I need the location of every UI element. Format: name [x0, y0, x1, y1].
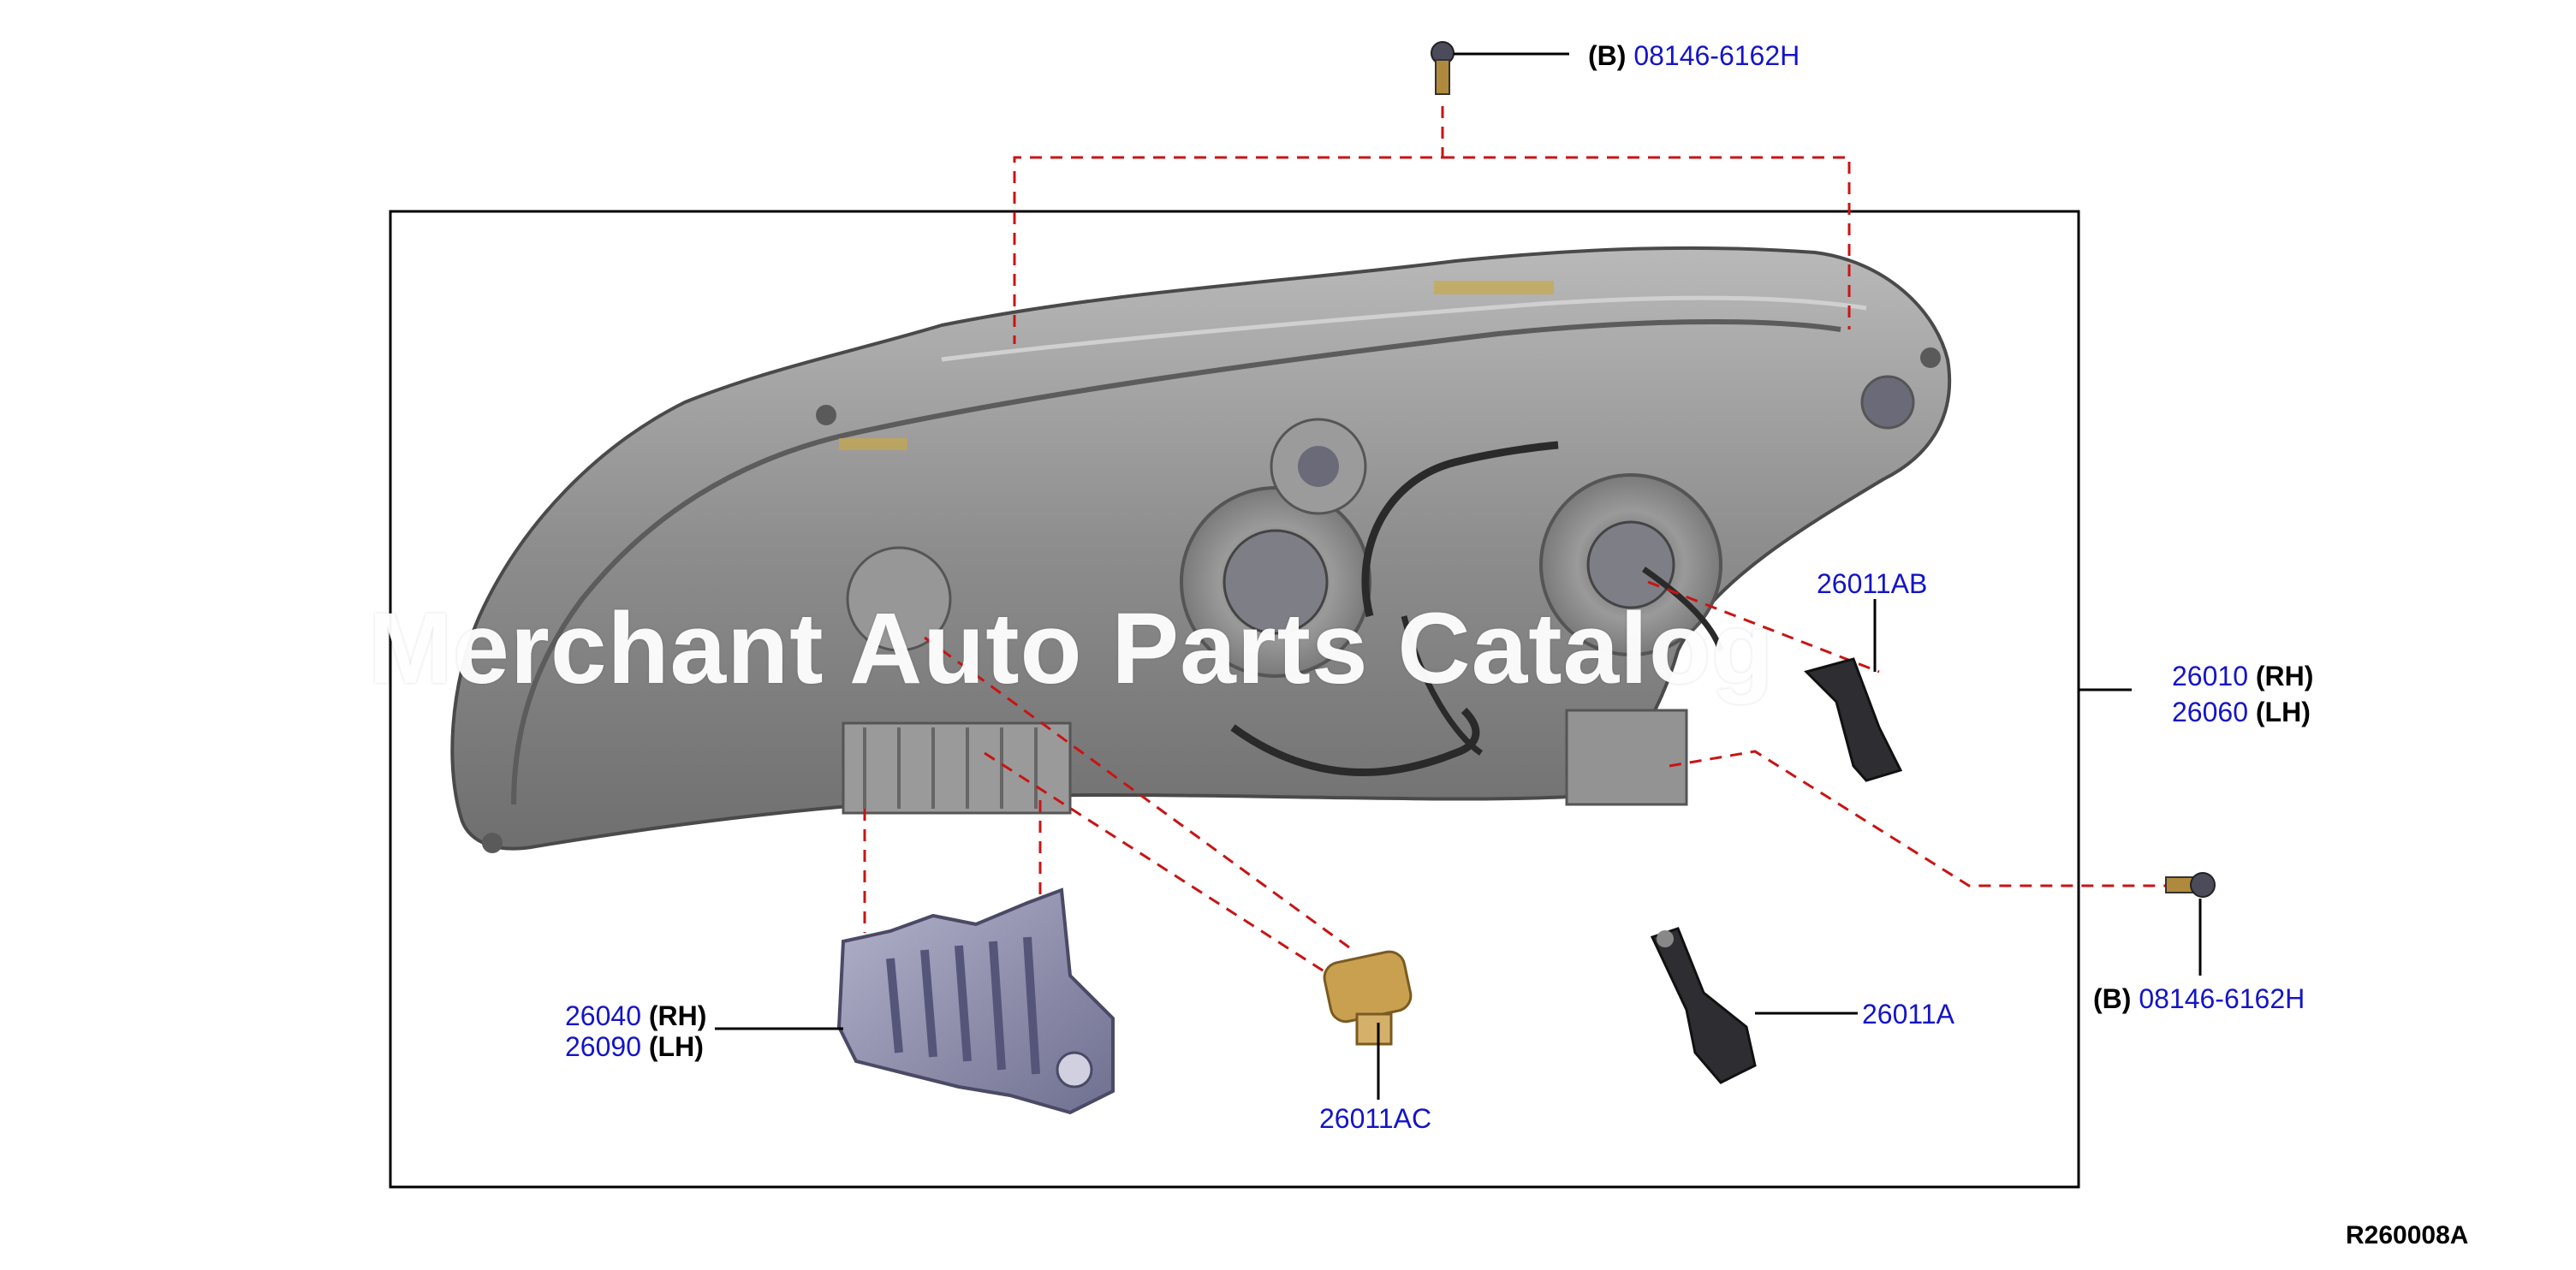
bulb-26011ac-label[interactable]: 26011AC — [1319, 1103, 1432, 1134]
diagram-code: R260008A — [2346, 1221, 2469, 1249]
bolt-right-label: (B) 08146-6162H — [2093, 984, 2305, 1013]
bracket-lh-label: 26090 (LH) — [565, 1032, 704, 1061]
assembly-lines — [863, 106, 2166, 986]
bracket-rh-part-number[interactable]: 26040 — [565, 1000, 641, 1031]
bulb-26011ab-label[interactable]: 26011AB — [1817, 568, 1928, 599]
bulb-26011ab — [1804, 657, 1903, 782]
bolt-right-part-number[interactable]: 08146-6162H — [2139, 983, 2305, 1014]
bracket-rh-label: 26040 (RH) — [565, 1001, 706, 1030]
bracket — [836, 887, 1115, 1115]
headlamp-housing — [450, 246, 1952, 853]
bolt-top-part-number[interactable]: 08146-6162H — [1633, 40, 1800, 71]
headlamp-lh-side: (LH) — [2255, 697, 2311, 727]
bracket-lh-part-number[interactable]: 26090 — [565, 1031, 641, 1062]
bulb-26011a — [1650, 927, 1757, 1084]
bulb-26011a-label[interactable]: 26011A — [1862, 999, 1954, 1030]
bracket-lh-side: (LH) — [648, 1031, 704, 1062]
bulb-26011ac — [1323, 950, 1413, 1046]
headlamp-rh-side: (RH) — [2255, 661, 2314, 691]
headlamp-lh-label: 26060 (LH) — [2172, 697, 2311, 727]
bracket-rh-side: (RH) — [648, 1000, 707, 1031]
bolt-top-label: (B) 08146-6162H — [1588, 41, 1800, 70]
bolt-top-qualifier: (B) — [1588, 40, 1627, 71]
leader-lines — [715, 52, 2202, 1100]
headlamp-rh-label: 26010 (RH) — [2172, 662, 2313, 691]
assembly-frame — [389, 210, 2080, 1189]
bolt-right — [2165, 872, 2216, 898]
headlamp-lh-part-number[interactable]: 26060 — [2172, 697, 2248, 727]
headlamp-rh-part-number[interactable]: 26010 — [2172, 661, 2248, 691]
bolt-right-qualifier: (B) — [2093, 983, 2132, 1014]
watermark: Merchant Auto Parts Catalog — [368, 592, 1775, 705]
bolt-top — [1431, 41, 1455, 95]
